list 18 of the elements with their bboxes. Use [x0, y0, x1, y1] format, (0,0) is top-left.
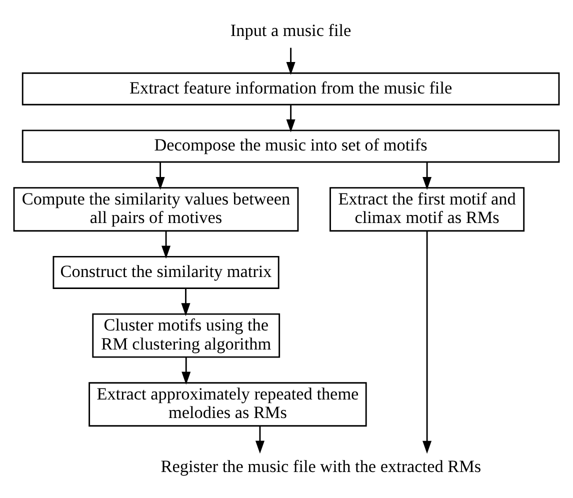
node-box: Cluster motifs using the RM clustering algorithm — [92, 312, 280, 358]
arrow — [422, 230, 432, 454]
node-box: Compute the similarity values between all pairs of motives — [13, 186, 299, 232]
node-box: Decompose the music into set of motifs — [22, 129, 560, 162]
node-text: Input a music file — [230, 20, 352, 40]
arrow — [422, 162, 432, 190]
arrow — [255, 426, 264, 454]
arrow — [182, 356, 191, 384]
node-box: Extract the first motif and climax motif as RMs — [330, 186, 525, 232]
arrow — [286, 104, 296, 132]
node-box: Extract feature information from the music file — [22, 72, 560, 105]
arrow — [181, 288, 190, 316]
arrow — [162, 230, 171, 258]
node-box: Construct the similarity matrix — [52, 255, 280, 288]
arrow — [286, 47, 296, 74]
node-text: Register the music file with the extracted RMs — [160, 456, 482, 476]
arrow — [156, 162, 165, 190]
node-box: Extract approximately repeated theme melodies as RMs — [88, 382, 367, 426]
